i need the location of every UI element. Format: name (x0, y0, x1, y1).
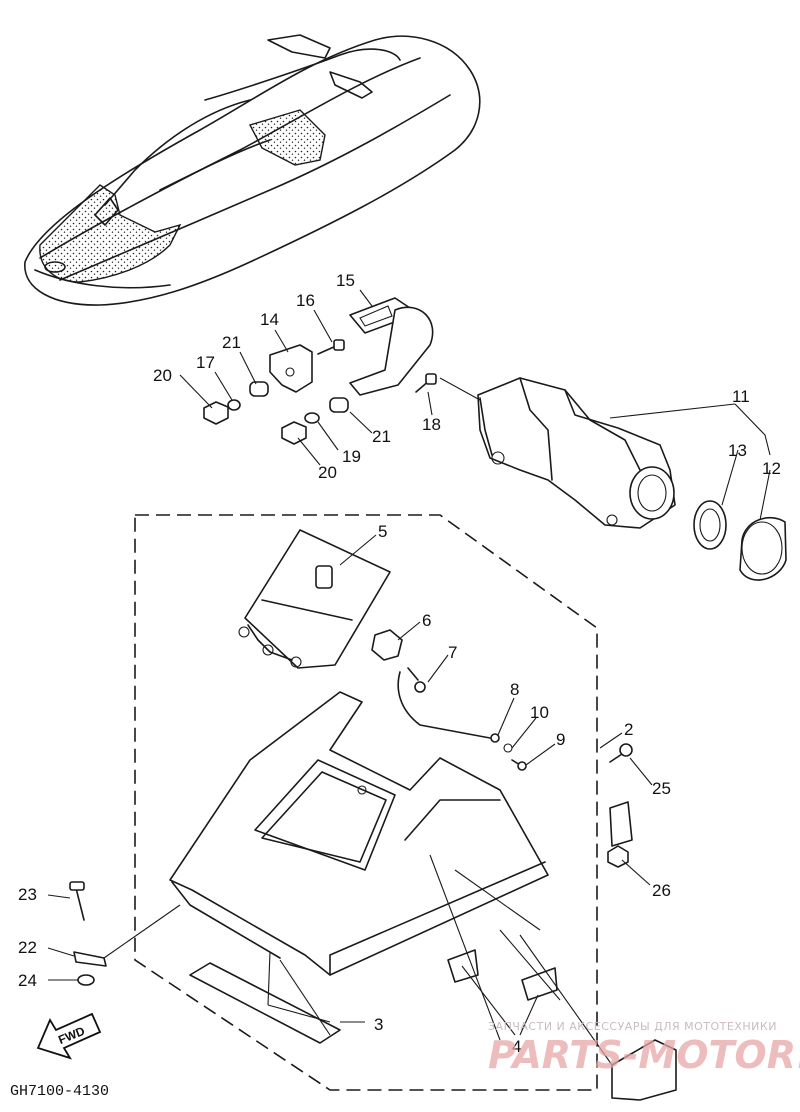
callout-8: 8 (510, 680, 519, 699)
hood-fasteners (607, 743, 633, 868)
watercraft-overview (24, 34, 481, 306)
callout-24: 24 (18, 971, 37, 990)
storage-box (477, 377, 787, 581)
callout-22: 22 (18, 938, 37, 957)
callout-14: 14 (260, 310, 279, 329)
callout-23: 23 (18, 885, 37, 904)
lock-parts (69, 881, 107, 986)
callout-11: 11 (732, 387, 750, 406)
callout-3: 3 (374, 1015, 383, 1034)
callout-19: 19 (342, 447, 361, 466)
diagram-code: GH7100-4130 (10, 1083, 109, 1100)
callout-21: 21 (222, 333, 241, 352)
callout-16: 16 (296, 291, 315, 310)
callout-21b: 21 (372, 427, 391, 446)
lid-assembly (238, 529, 527, 771)
fwd-arrow: FWD (36, 1012, 102, 1060)
callout-4: 4 (512, 1037, 521, 1056)
adhesive-pads (447, 801, 633, 1001)
hood-cover (169, 691, 549, 976)
callout-2: 2 (624, 720, 633, 739)
callout-12: 12 (762, 459, 781, 478)
callout-25: 25 (652, 779, 671, 798)
leader-lines (47, 289, 771, 1066)
mounting-hardware (203, 297, 437, 445)
exploded-view-frame (134, 514, 598, 1091)
callout-20: 20 (153, 366, 172, 385)
hood-seal-strip (189, 962, 341, 1044)
callout-18: 18 (422, 415, 441, 434)
watermark: ЗАПЧАСТИ И АКСЕССУАРЫ ДЛЯ МОТОТЕХНИКИ PA… (488, 1020, 800, 1077)
callout-13: 13 (728, 441, 747, 460)
callout-6: 6 (422, 611, 431, 630)
bumper-block (611, 1039, 677, 1101)
callout-10: 10 (530, 703, 549, 722)
callout-numbers: 20 17 21 14 16 15 18 21 19 20 11 13 12 5… (18, 271, 781, 1056)
callout-17: 17 (196, 353, 215, 372)
callout-5: 5 (378, 522, 387, 541)
callout-26: 26 (652, 881, 671, 900)
watermark-caption: ЗАПЧАСТИ И АКСЕССУАРЫ ДЛЯ МОТОТЕХНИКИ (488, 1020, 777, 1033)
callout-20b: 20 (318, 463, 337, 482)
watermark-brand: PARTS-MOTOR.RU (488, 1033, 800, 1077)
callout-9: 9 (556, 730, 565, 749)
callout-15: 15 (336, 271, 355, 290)
callout-7: 7 (448, 643, 457, 662)
